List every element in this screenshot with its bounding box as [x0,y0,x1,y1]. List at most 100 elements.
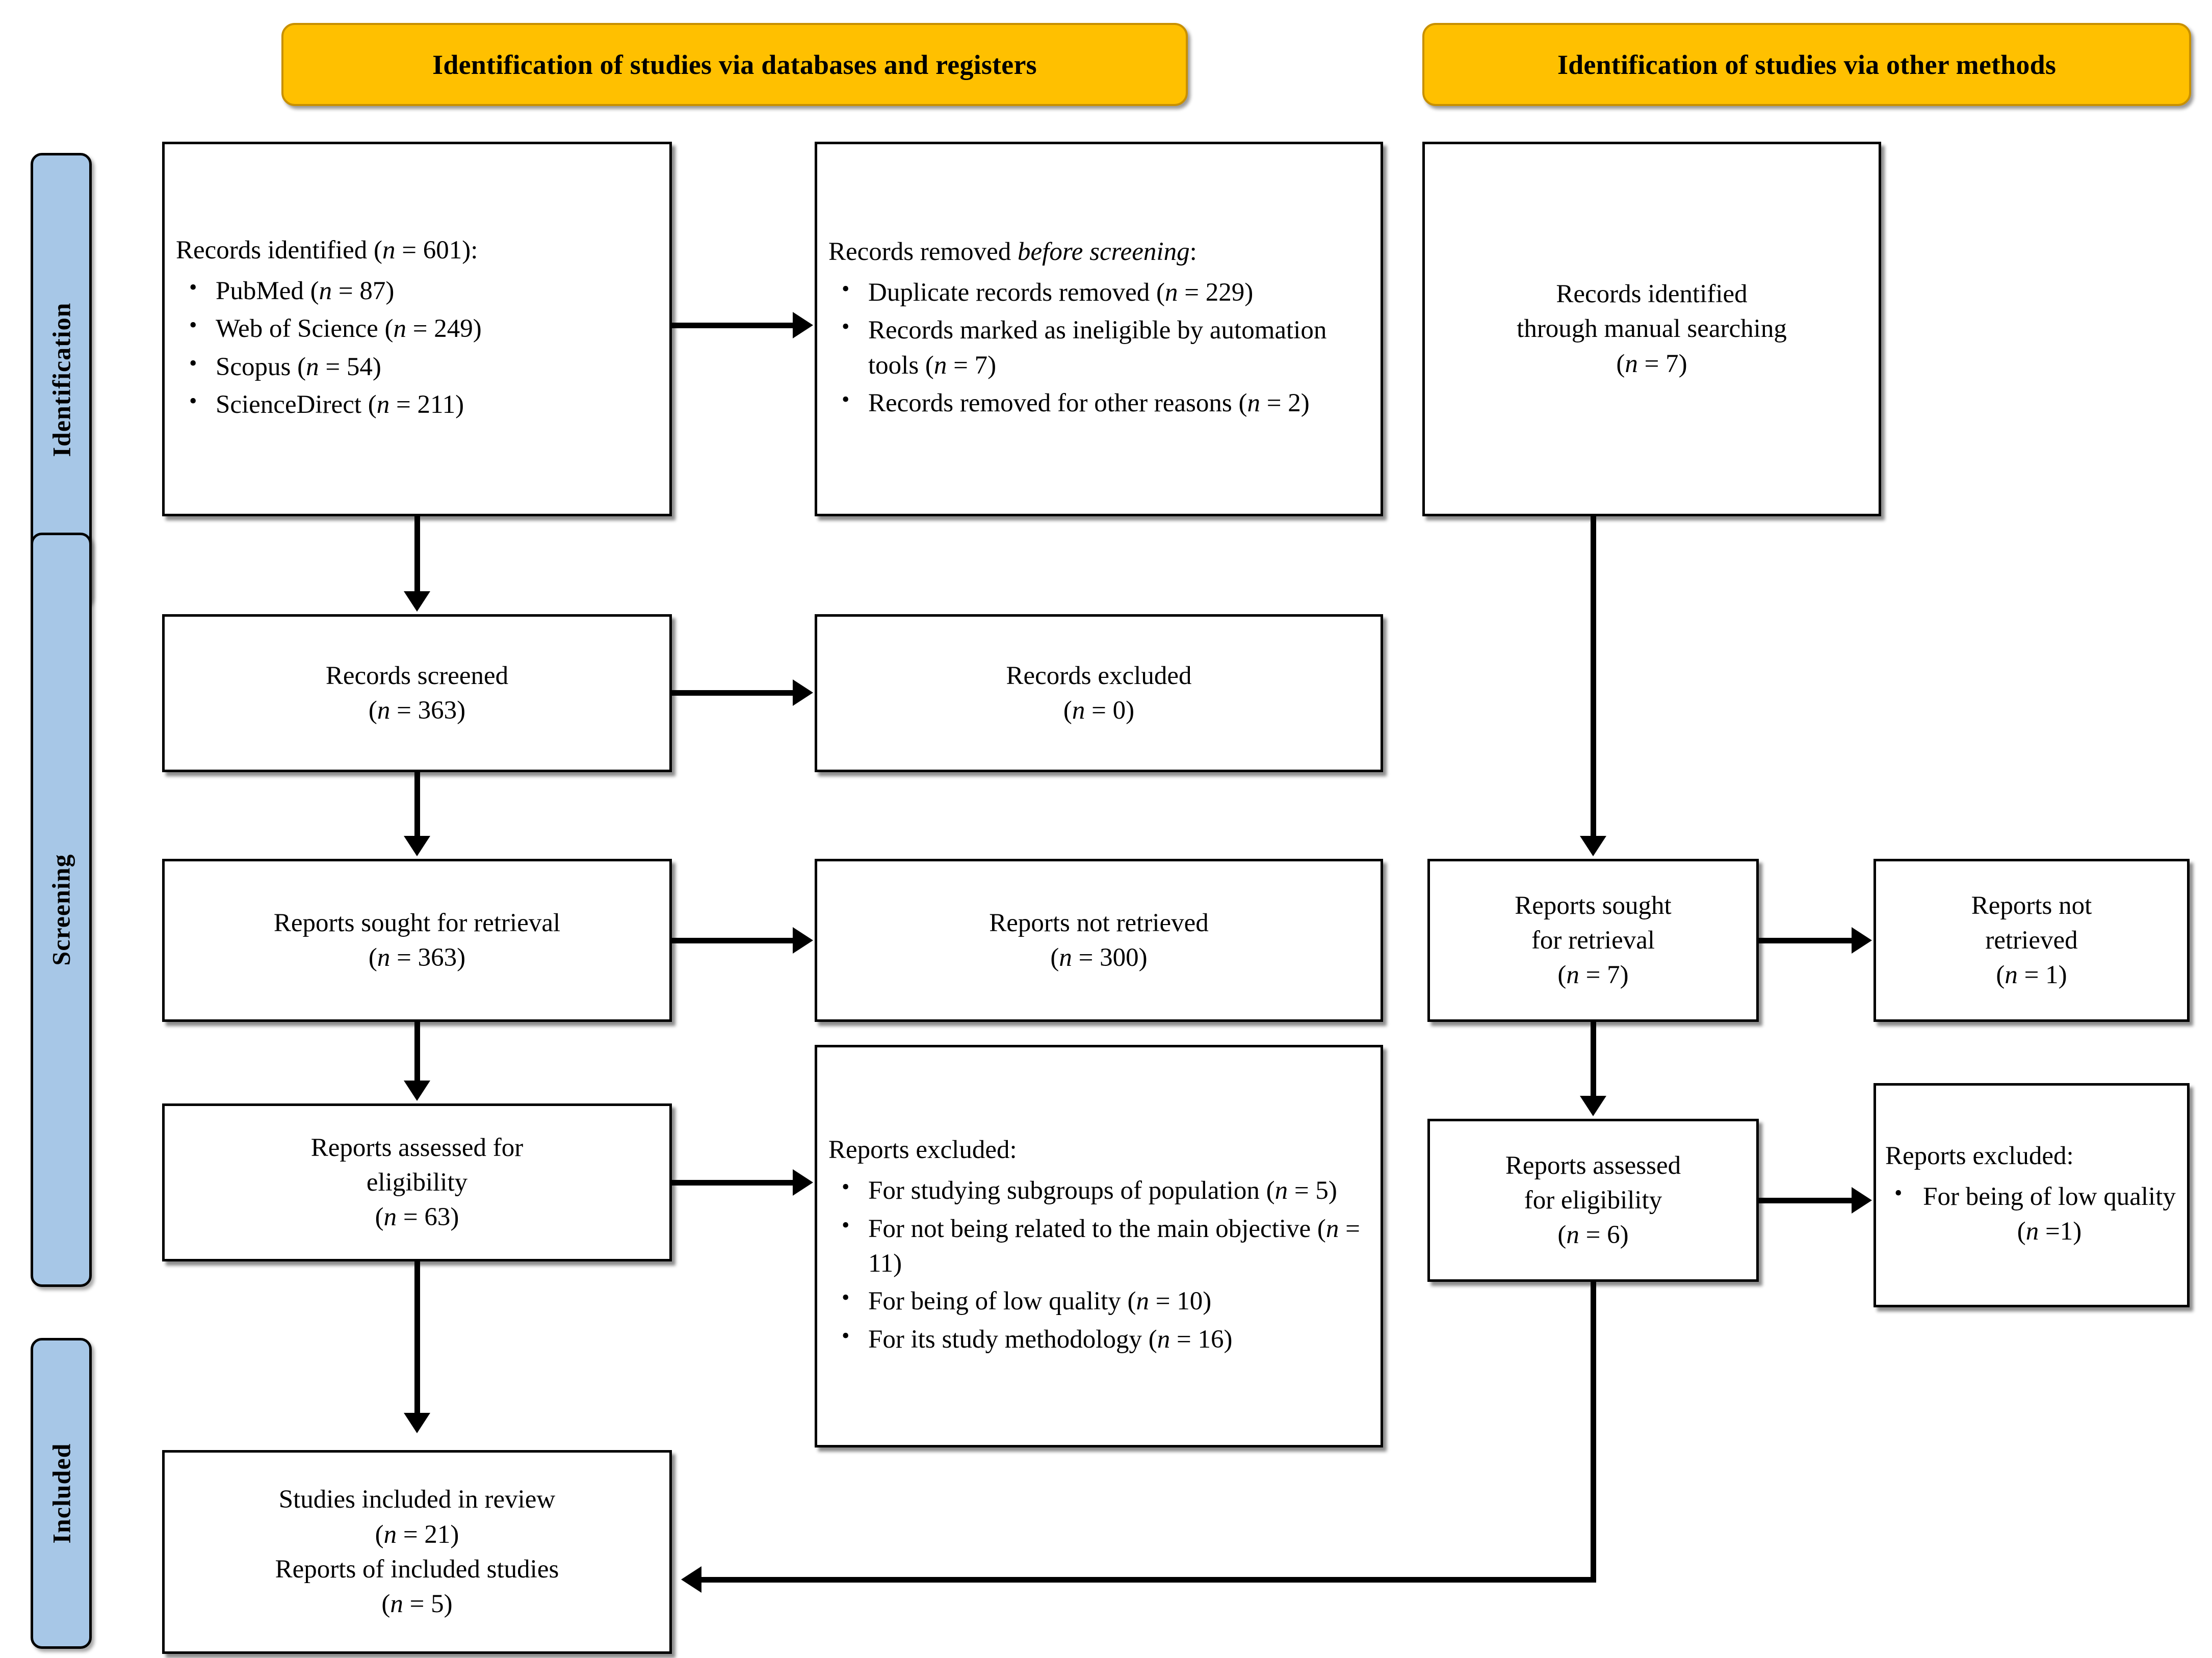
box-reports-sought-retrieval-databases: Reports sought for retrieval (n = 363) [162,859,672,1022]
reports-sought-other-line1: Reports sought [1515,891,1672,920]
box-reports-sought-retrieval-other: Reports sought for retrieval (n = 7) [1427,859,1759,1022]
connector-assessed-other-to-included-vertical [1591,1282,1596,1583]
records-screened-line2: (n = 363) [368,696,466,725]
connector-screened-to-excluded [672,690,794,696]
list-item: Records removed for other reasons (n = 2… [842,385,1369,420]
list-item: PubMed (n = 87) [189,273,658,308]
reports-sought-other-line3: (n = 7) [1557,961,1629,990]
records-screened-line1: Records screened [325,661,509,690]
list-item: For being of low quality (n =1) [1894,1178,2178,1249]
arrowhead-sought-other-to-not-retrieved-other [1852,927,1872,954]
stage-label-identification-text: Identification [47,302,75,457]
reports-sought-db-line2: (n = 363) [368,943,466,972]
arrowhead-manual-to-reports-sought-other [1580,836,1606,856]
box-records-identified-manual: Records identified through manual search… [1422,142,1881,516]
box-reports-not-retrieved-databases: Reports not retrieved (n = 300) [815,859,1383,1022]
banner-other-methods-label: Identification of studies via other meth… [1557,49,2057,80]
reports-excluded-other-list: For being of low quality (n =1) [1885,1176,2178,1252]
records-removed-lead-italic: before screening [1018,237,1190,266]
stage-label-screening: Screening [31,533,92,1287]
connector-assessed-db-to-excluded-db [672,1180,794,1186]
arrowhead-identified-to-screened [404,591,430,612]
records-removed-lead-plain: Records removed [828,237,1018,266]
studies-included-line1: Studies included in review [278,1485,556,1514]
stage-label-included: Included [31,1338,92,1649]
banner-databases-label: Identification of studies via databases … [432,49,1037,80]
records-identified-lead: Records identified (n = 601): [176,235,478,265]
arrowhead-assessed-other-to-included [681,1566,701,1593]
box-records-screened: Records screened (n = 363) [162,614,672,772]
studies-included-line4: (n = 5) [381,1590,453,1619]
list-item: For not being related to the main object… [842,1210,1369,1281]
list-item: For its study methodology (n = 16) [842,1321,1369,1357]
reports-excluded-db-lead: Reports excluded: [828,1136,1017,1165]
list-item: Scopus (n = 54) [189,349,658,384]
reports-excluded-db-list: For studying subgroups of population (n … [828,1170,1369,1360]
reports-assessed-db-line2: eligibility [366,1168,468,1197]
box-reports-excluded-other: Reports excluded: For being of low quali… [1873,1083,2190,1307]
records-removed-list: Duplicate records removed (n = 229) Reco… [828,272,1369,424]
arrowhead-screened-to-excluded [793,679,813,706]
reports-assessed-other-line3: (n = 6) [1557,1221,1629,1250]
list-item: For being of low quality (n = 10) [842,1283,1369,1319]
connector-assessed-other-to-excluded-other [1759,1198,1854,1203]
reports-assessed-other-line2: for eligibility [1524,1186,1662,1215]
banner-databases-registers: Identification of studies via databases … [281,23,1188,106]
box-reports-assessed-eligibility-databases: Reports assessed for eligibility (n = 63… [162,1103,672,1261]
arrowhead-identified-to-removed [793,312,813,338]
box-studies-included-in-review: Studies included in review (n = 21) Repo… [162,1450,672,1654]
arrowhead-assessed-db-to-included [404,1413,430,1433]
connector-identified-to-removed [672,323,794,328]
studies-included-line3: Reports of included studies [275,1555,559,1584]
banner-other-methods: Identification of studies via other meth… [1422,23,2191,106]
box-records-excluded: Records excluded (n = 0) [815,614,1383,772]
box-records-removed-before-screening: Records removed before screening: Duplic… [815,142,1383,516]
connector-sought-other-to-assessed-other [1591,1022,1596,1098]
list-item: Duplicate records removed (n = 229) [842,274,1369,310]
arrowhead-assessed-db-to-excluded-db [793,1169,813,1196]
reports-not-retrieved-other-line2: retrieved [1985,926,2078,955]
records-excluded-line2: (n = 0) [1063,696,1135,725]
studies-included-line2: (n = 21) [375,1520,459,1549]
connector-sought-other-to-not-retrieved-other [1759,938,1854,943]
stage-label-screening-text: Screening [47,854,75,966]
connector-assessed-db-to-included [414,1261,420,1414]
arrowhead-assessed-other-to-excluded-other [1852,1187,1872,1214]
list-item: For studying subgroups of population (n … [842,1172,1369,1208]
arrowhead-sought-db-to-assessed-db [404,1081,430,1101]
reports-not-retrieved-db-line1: Reports not retrieved [989,908,1209,937]
records-identified-list: PubMed (n = 87) Web of Science (n = 249)… [176,271,658,425]
connector-assessed-other-to-included-horizontal [701,1577,1596,1583]
manual-records-line1: Records identified [1556,280,1748,308]
arrowhead-screened-to-reports-sought-db [404,836,430,856]
reports-sought-other-line2: for retrieval [1531,926,1655,955]
connector-screened-to-reports-sought-db [414,772,420,837]
reports-excluded-other-lead: Reports excluded: [1885,1141,2074,1170]
reports-not-retrieved-other-line1: Reports not [1971,891,2092,920]
reports-assessed-db-line1: Reports assessed for [310,1133,524,1162]
reports-assessed-db-line3: (n = 63) [375,1203,459,1232]
records-removed-lead-tail: : [1189,237,1197,266]
arrowhead-sought-db-to-not-retrieved-db [793,927,813,954]
reports-not-retrieved-db-line2: (n = 300) [1050,943,1148,972]
reports-sought-db-line1: Reports sought for retrieval [273,908,561,937]
connector-sought-db-to-not-retrieved-db [672,938,794,943]
manual-records-line2: through manual searching [1517,314,1787,344]
connector-manual-to-reports-sought-other [1591,516,1596,837]
records-removed-lead: Records removed before screening: [828,234,1369,269]
stage-label-included-text: Included [47,1443,75,1544]
connector-sought-db-to-assessed-db [414,1022,420,1082]
manual-records-line3: (n = 7) [1616,349,1687,378]
list-item: Records marked as ineligible by automati… [842,312,1369,383]
box-reports-excluded-databases: Reports excluded: For studying subgroups… [815,1045,1383,1448]
records-excluded-line1: Records excluded [1006,661,1192,690]
list-item: ScienceDirect (n = 211) [189,386,658,422]
box-reports-not-retrieved-other: Reports not retrieved (n = 1) [1873,859,2190,1022]
list-item: Web of Science (n = 249) [189,310,658,346]
reports-assessed-other-line1: Reports assessed [1505,1151,1681,1180]
arrowhead-sought-other-to-assessed-other [1580,1096,1606,1116]
stage-label-identification: Identification [31,153,92,607]
box-reports-assessed-eligibility-other: Reports assessed for eligibility (n = 6) [1427,1119,1759,1282]
reports-not-retrieved-other-line3: (n = 1) [1996,961,2067,990]
